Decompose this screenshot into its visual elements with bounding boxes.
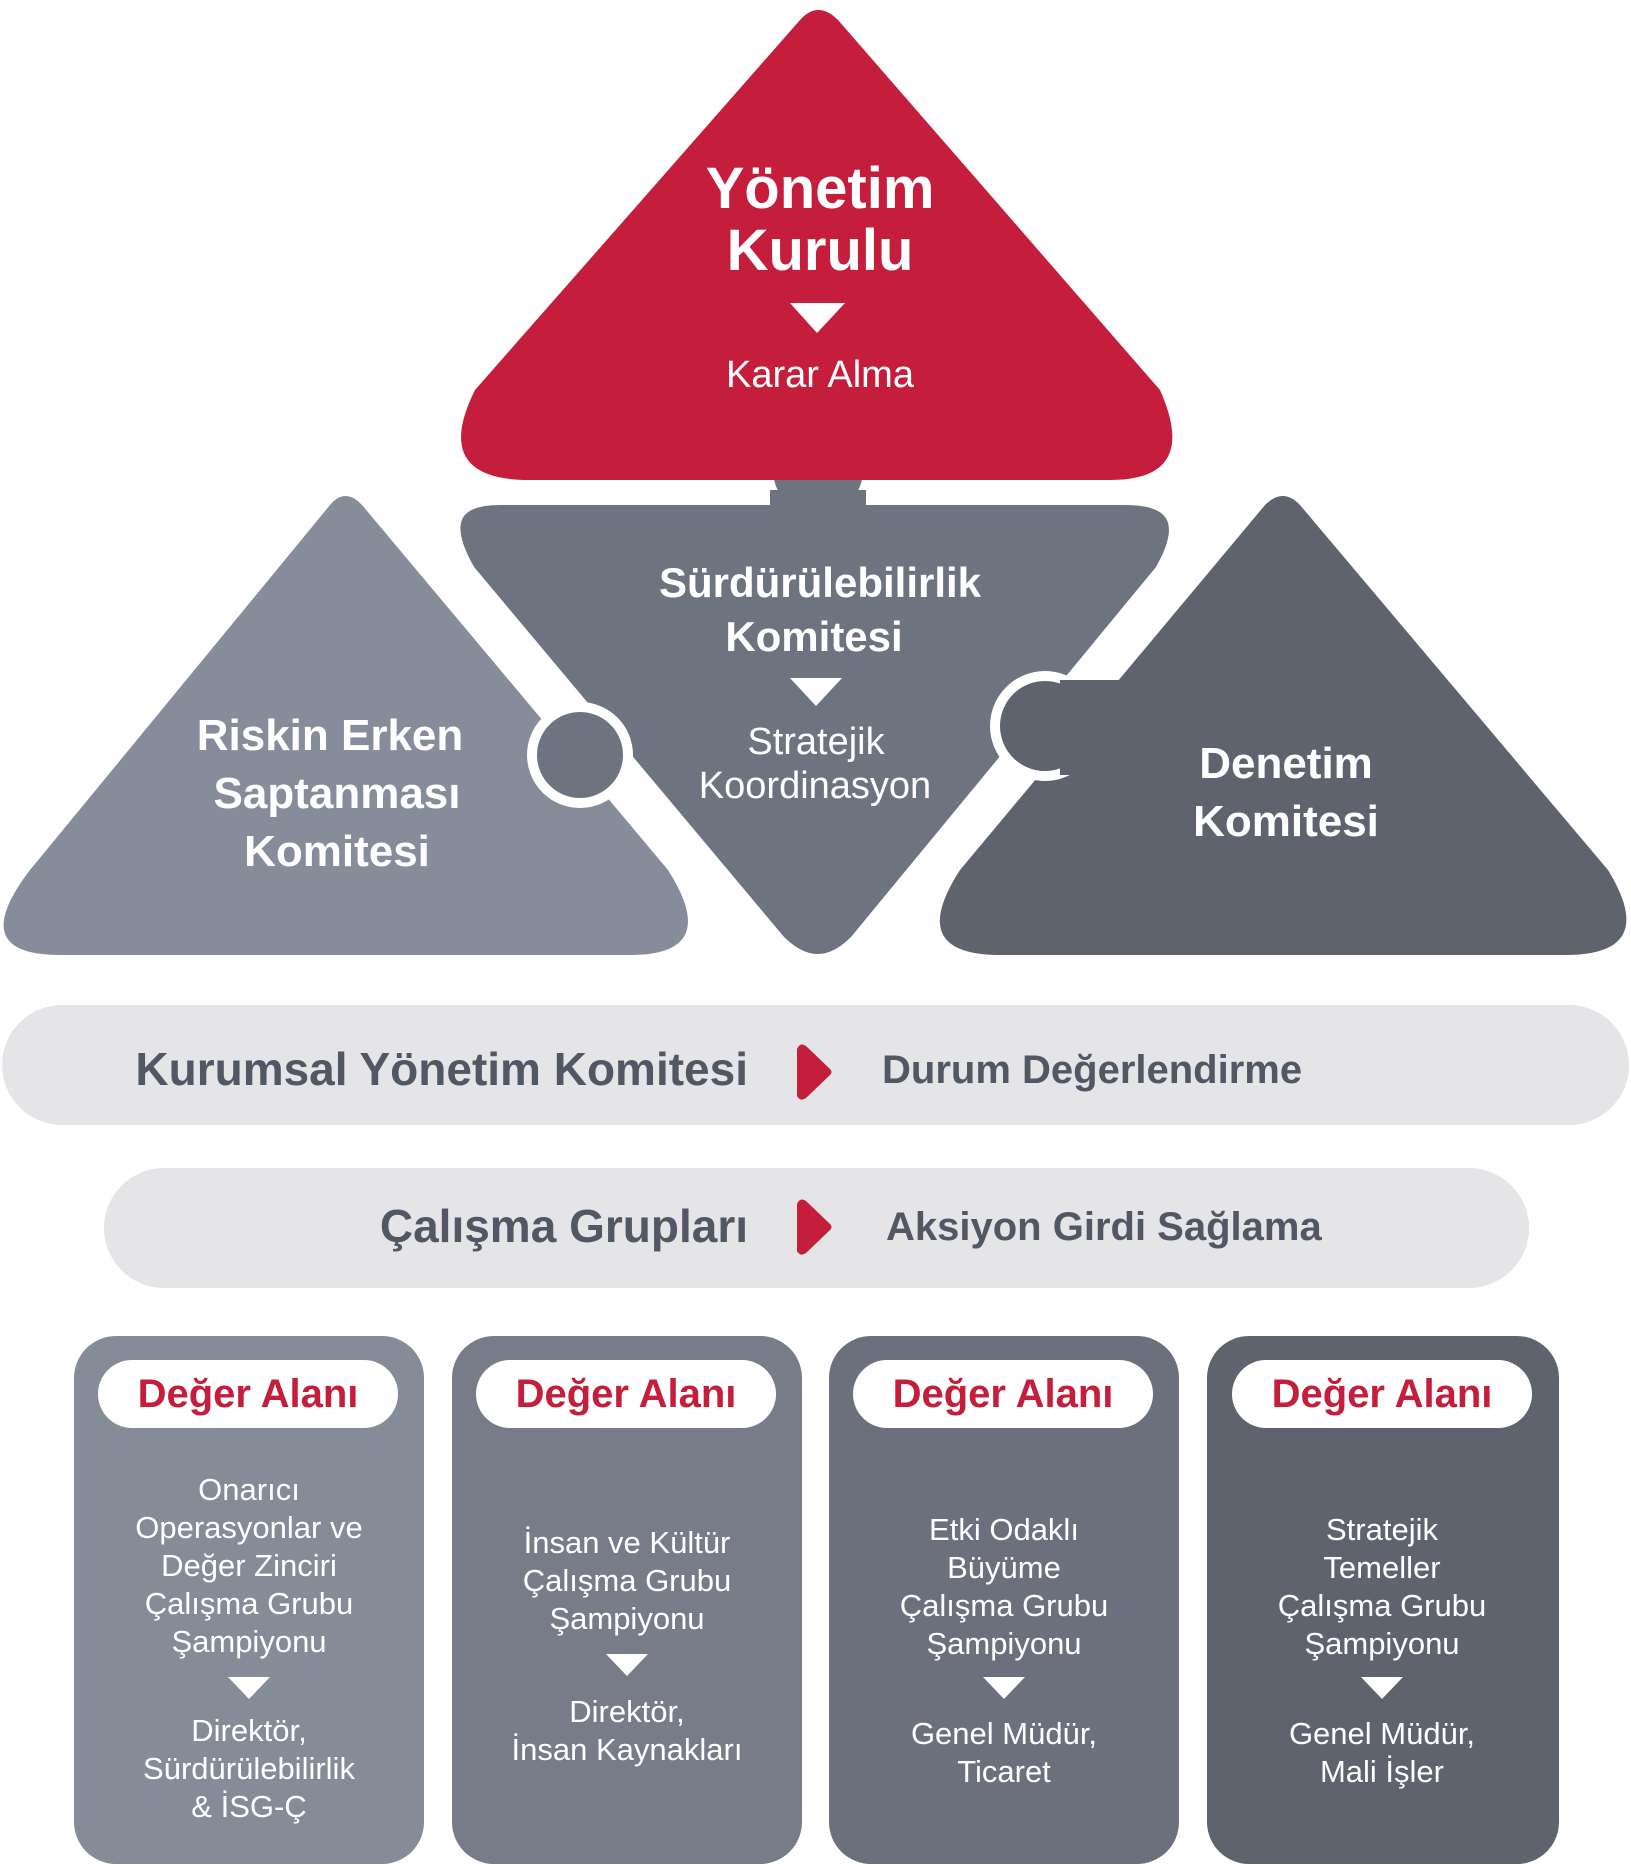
right-arrow-icon [797, 1199, 832, 1255]
card-line: İnsan ve Kültür [524, 1525, 731, 1560]
risk-committee-triangle [3, 496, 688, 955]
card-line: Çalışma Grubu [900, 1588, 1108, 1623]
card-background [74, 1336, 424, 1864]
card-background [452, 1336, 802, 1864]
value-area-pill [98, 1360, 398, 1428]
risk-committee-shape: Riskin Erken Saptanması Komitesi [3, 496, 688, 955]
value-area-pill-label: Değer Alanı [1272, 1372, 1493, 1416]
down-arrow-icon [228, 1677, 270, 1699]
down-arrow-icon [983, 1677, 1025, 1699]
card-line: Operasyonlar ve [135, 1510, 362, 1545]
sustainability-committee-triangle [450, 495, 1179, 964]
card-line: Büyüme [947, 1550, 1061, 1585]
card-line: Çalışma Grubu [1278, 1588, 1486, 1623]
card-line: Stratejik [1326, 1512, 1438, 1547]
card-line: Şampiyonu [1304, 1626, 1459, 1661]
risk-committee-line2: Saptanması [214, 769, 461, 818]
value-area-card-4: Değer Alanı Stratejik Temeller Çalışma G… [1207, 1336, 1559, 1864]
card-role: Genel Müdür, [1289, 1716, 1475, 1751]
sustainability-title-line2: Komitesi [725, 613, 902, 660]
right-arrow-icon [797, 1044, 832, 1100]
value-area-pill [853, 1360, 1153, 1428]
value-area-card-1: Değer Alanı Onarıcı Operasyonlar ve Değe… [74, 1336, 424, 1864]
card-line: Şampiyonu [171, 1624, 326, 1659]
card-line: Şampiyonu [926, 1626, 1081, 1661]
card-line: Etki Odaklı [929, 1512, 1079, 1547]
card-line: Değer Zinciri [161, 1548, 337, 1583]
working-groups-bar: Çalışma Grupları Aksiyon Girdi Sağlama [104, 1168, 1529, 1288]
down-arrow-icon [790, 678, 842, 706]
down-arrow-icon [790, 303, 845, 333]
sustainability-sub-line1: Stratejik [747, 721, 885, 763]
down-arrow-icon [606, 1654, 648, 1676]
card-background [1207, 1336, 1559, 1864]
card-line: Şampiyonu [549, 1601, 704, 1636]
value-area-pill-label: Değer Alanı [138, 1372, 359, 1416]
card-role: & İSG-Ç [191, 1789, 306, 1824]
card-role: Ticaret [957, 1754, 1051, 1789]
puzzle-knob-left [527, 702, 633, 808]
audit-committee-triangle [939, 496, 1627, 955]
audit-committee-line2: Komitesi [1193, 797, 1379, 846]
audit-committee-shape: Denetim Komitesi [939, 496, 1627, 955]
sustainability-sub-line2: Koordinasyon [699, 765, 931, 807]
card-role: Genel Müdür, [911, 1716, 1097, 1751]
value-area-pill [476, 1360, 776, 1428]
card-role: Sürdürülebilirlik [143, 1751, 355, 1786]
bar-value: Durum Değerlendirme [882, 1048, 1302, 1092]
board-subtitle: Karar Alma [726, 354, 915, 396]
card-line: Çalışma Grubu [145, 1586, 353, 1621]
bar-label: Çalışma Grupları [380, 1200, 748, 1252]
card-role: Mali İşler [1320, 1754, 1444, 1789]
value-area-card-3: Değer Alanı Etki Odaklı Büyüme Çalışma G… [829, 1336, 1179, 1864]
board-shape: Yönetim Kurulu Karar Alma [461, 10, 1173, 480]
board-triangle [461, 10, 1173, 480]
bar-label: Kurumsal Yönetim Komitesi [135, 1043, 748, 1095]
board-title-line2: Kurulu [727, 218, 914, 283]
value-area-pill-label: Değer Alanı [516, 1372, 737, 1416]
card-role: İnsan Kaynakları [512, 1732, 743, 1767]
value-area-pill-label: Değer Alanı [893, 1372, 1114, 1416]
audit-committee-line1: Denetim [1199, 739, 1373, 788]
card-line: Onarıcı [198, 1472, 300, 1507]
value-area-pill [1232, 1360, 1532, 1428]
down-arrow-icon [1361, 1677, 1403, 1699]
card-role: Direktör, [191, 1713, 306, 1748]
card-line: Temeller [1323, 1550, 1440, 1585]
card-background [829, 1336, 1179, 1864]
risk-committee-line1: Riskin Erken [197, 711, 464, 760]
board-title-line1: Yönetim [706, 156, 935, 221]
sustainability-title-line1: Sürdürülebilirlik [659, 559, 982, 606]
bar-value: Aksiyon Girdi Sağlama [886, 1205, 1322, 1249]
value-area-card-2: Değer Alanı İnsan ve Kültür Çalışma Grub… [452, 1336, 802, 1864]
corporate-governance-bar: Kurumsal Yönetim Komitesi Durum Değerlen… [2, 1005, 1629, 1125]
card-role: Direktör, [569, 1694, 684, 1729]
card-line: Çalışma Grubu [523, 1563, 731, 1598]
risk-committee-line3: Komitesi [244, 827, 430, 876]
